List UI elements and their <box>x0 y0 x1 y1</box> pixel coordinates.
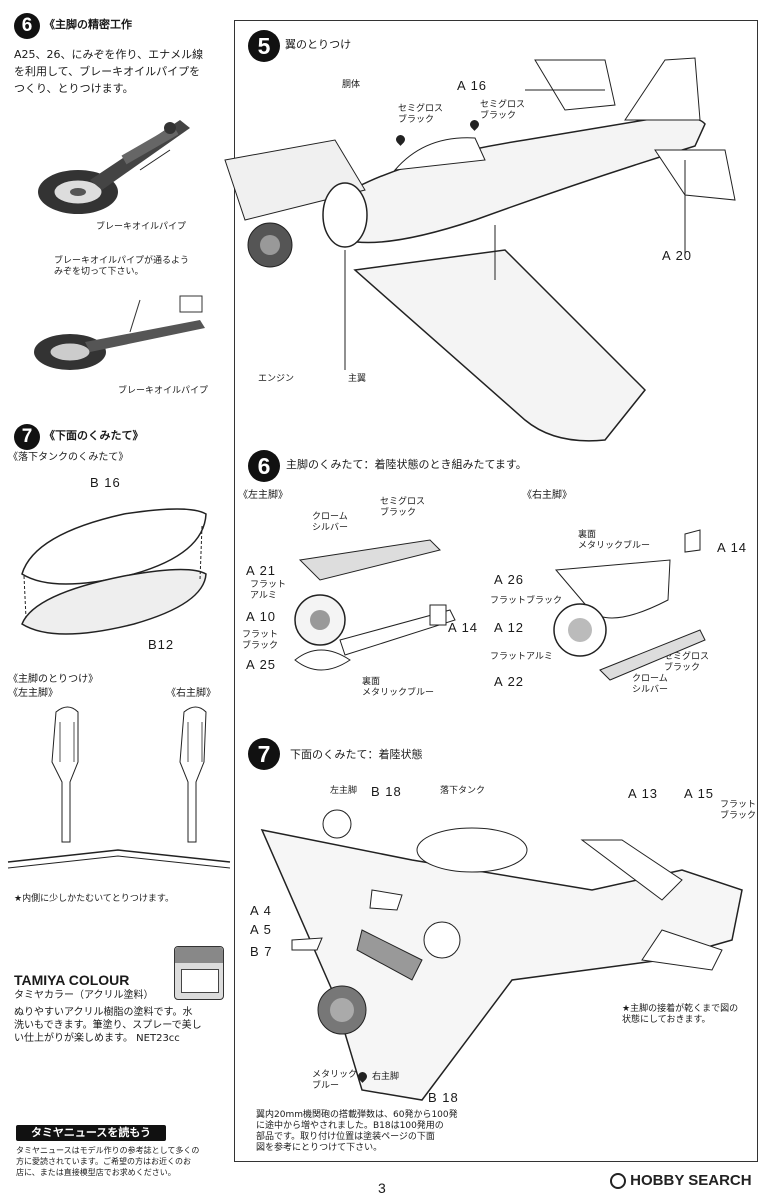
step6-body-line: つくり、とりつけます。 <box>14 82 134 95</box>
label-semigloss-black-r: セミグロス ブラック <box>664 652 710 673</box>
label-metallic-blue-r: 裏面 メタリックブルー <box>578 530 651 551</box>
assembly-panel <box>234 20 758 1162</box>
label-metallic-blue-l: 裏面 メタリックブルー <box>362 677 435 698</box>
tamiya-colour-brand: TAMIYA COLOUR <box>14 972 130 988</box>
label-semigloss-black-l: セミグロス ブラック <box>380 497 426 518</box>
note-groove: ブレーキオイルパイプが通るよう みぞを切って下さい。 <box>54 256 189 278</box>
part-b7: B 7 <box>250 944 273 959</box>
step6-body: A25、26、にみぞを作り、エナメル線 を利用して、ブレーキオイルパイプを つく… <box>14 46 229 97</box>
step-number-5: 5 <box>248 30 280 62</box>
aircraft-wing-attach-illustration <box>224 57 736 442</box>
note-groove-line: みぞを切って下さい。 <box>54 267 144 277</box>
watermark: HOBBY SEARCH <box>610 1172 752 1190</box>
part-a10: A 10 <box>246 609 277 624</box>
note-ammo-line: 部品です。取り付け位置は塗装ページの下面 <box>256 1132 435 1142</box>
step6-body-line: を利用して、ブレーキオイルパイプを <box>14 65 201 78</box>
watermark-logo-icon <box>610 1173 626 1190</box>
step-number-7-left: 7 <box>14 424 40 450</box>
left-gear-assembly-illustration <box>294 539 456 671</box>
label-brake-pipe-1: ブレーキオイルパイプ <box>96 222 187 232</box>
part-a12: A 12 <box>494 620 525 635</box>
tamiya-colour-line: 洗いもできます。筆塗り、スプレーで美し <box>14 1020 202 1031</box>
right-gear-heading: 《右主脚》 <box>166 688 216 699</box>
note-ammo: 翼内20mm機関砲の搭載弾数は、60発から100発 に途中から増やされました。B… <box>256 1110 458 1154</box>
right-gear-assembly-illustration <box>553 529 706 681</box>
left-gear-heading: 《左主脚》 <box>8 688 58 699</box>
tamiya-colour-name: タミヤカラー（アクリル塗料） <box>14 990 154 1001</box>
page-number: 3 <box>378 1180 386 1196</box>
gear-attach-illustration <box>7 706 231 869</box>
note-ammo-line: 翼内20mm機関砲の搭載弾数は、60発から100発 <box>256 1110 458 1120</box>
part-a4: A 4 <box>250 903 272 918</box>
step6r-title: 主脚のくみたて：着陸状態のとき組みたてます。 <box>286 458 527 471</box>
part-b18-bottom: B 18 <box>428 1090 459 1105</box>
label-flat-black-r: フラットブラック <box>490 596 563 606</box>
label-flat-black-7: フラット ブラック <box>720 800 757 821</box>
part-b18-top: B 18 <box>371 784 402 799</box>
step-number-6-right: 6 <box>248 450 280 482</box>
label-main-wing: 主翼 <box>348 374 367 384</box>
step6-title: 《主脚の精密工作 <box>44 18 132 31</box>
part-a22: A 22 <box>494 674 525 689</box>
aircraft-underside-illustration <box>260 809 743 1101</box>
tamiya-news-line: タミヤニュースはモデル作りの参考誌として多くの <box>16 1146 200 1155</box>
label-chrome-silver-r: クローム シルバー <box>632 674 669 695</box>
tamiya-colour-ad: TAMIYA COLOUR タミヤカラー（アクリル塗料） ぬりやすいアクリル樹脂… <box>8 942 233 1046</box>
label-flat-alu-r: フラットアルミ <box>490 652 553 662</box>
note-ammo-line: 図を参考にとりつけて下さい。 <box>256 1143 383 1153</box>
tamiya-colour-line: い仕上がりが楽しめます。 NET23cc <box>14 1033 180 1044</box>
note-gear-dry-line: ★主脚の接着が乾くまで図の <box>622 1004 739 1014</box>
tamiya-colour-line: ぬりやすいアクリル樹脂の塗料です。水 <box>14 1007 193 1018</box>
label-semigloss-black-2: セミグロス ブラック <box>480 100 526 121</box>
label-right-gear: 右主脚 <box>372 1072 400 1082</box>
note-groove-line: ブレーキオイルパイプが通るよう <box>54 256 190 266</box>
label-flat-alu-l: フラット アルミ <box>250 580 287 601</box>
tamiya-news-title: タミヤニュースを読もう <box>16 1125 166 1141</box>
step5-title: 翼のとりつけ <box>285 38 352 51</box>
step-number-6-left: 6 <box>14 13 40 39</box>
tamiya-news-line: 方に愛読されています。ご希望の方はお近くのお <box>16 1157 191 1166</box>
part-a20: A 20 <box>662 248 693 263</box>
step-number-7-right: 7 <box>248 738 280 770</box>
part-a5: A 5 <box>250 922 272 937</box>
part-a21: A 21 <box>246 563 277 578</box>
watermark-text: HOBBY SEARCH <box>630 1172 752 1189</box>
right-gear-heading-r: 《右主脚》 <box>522 490 572 501</box>
part-a26: A 26 <box>494 572 525 587</box>
part-b12: B12 <box>148 637 175 652</box>
label-chrome-silver-l: クローム シルバー <box>312 512 349 533</box>
part-a15: A 15 <box>684 786 715 801</box>
step7-title: 《下面のくみたて》 <box>44 429 144 442</box>
step6-body-line: A25、26、にみぞを作り、エナメル線 <box>14 48 204 61</box>
step7r-title: 下面のくみたて：着陸状態 <box>290 748 423 761</box>
label-drop-tank: 落下タンク <box>440 786 486 796</box>
gear-detail-illustration-1 <box>38 120 190 214</box>
label-flat-black-l: フラット ブラック <box>242 630 279 651</box>
part-a25: A 25 <box>246 657 277 672</box>
tamiya-news-body: タミヤニュースはモデル作りの参考誌として多くの 方に愛読されています。ご希望の方… <box>16 1145 199 1178</box>
note-gear-dry: ★主脚の接着が乾くまで図の 状態にしておきます。 <box>622 1004 738 1026</box>
label-brake-pipe-2: ブレーキオイルパイプ <box>118 386 209 396</box>
gear-detail-illustration-2 <box>34 295 205 370</box>
note-inward-tilt: ★内側に少しかたむいてとりつけます。 <box>14 894 174 904</box>
drop-tank-subtitle: 《落下タンクのくみたて》 <box>8 452 129 463</box>
part-a14-r: A 14 <box>717 540 748 555</box>
paint-jar-icon <box>174 946 224 1000</box>
tamiya-news-line: 店に、または直接模型店でお求めください。 <box>16 1168 176 1177</box>
note-ammo-line: に途中から増やされました。B18は100発用の <box>256 1121 444 1131</box>
part-a13: A 13 <box>628 786 659 801</box>
note-gear-dry-line: 状態にしておきます。 <box>622 1015 711 1025</box>
gear-attach-subtitle: 《主脚のとりつけ》 <box>8 674 99 685</box>
left-gear-heading-r: 《左主脚》 <box>238 490 288 501</box>
label-metallic-blue-7: メタリック ブルー <box>312 1070 358 1091</box>
part-b16: B 16 <box>90 475 121 490</box>
label-left-gear: 左主脚 <box>330 786 358 796</box>
part-a14-l: A 14 <box>448 620 479 635</box>
label-semigloss-black-1: セミグロス ブラック <box>398 104 444 125</box>
tamiya-colour-body: ぬりやすいアクリル樹脂の塗料です。水 洗いもできます。筆塗り、スプレーで美し い… <box>14 1006 202 1045</box>
label-engine: エンジン <box>258 374 295 384</box>
drop-tank-illustration <box>21 508 207 635</box>
label-fuselage: 胴体 <box>342 80 361 90</box>
part-a16: A 16 <box>457 78 488 93</box>
